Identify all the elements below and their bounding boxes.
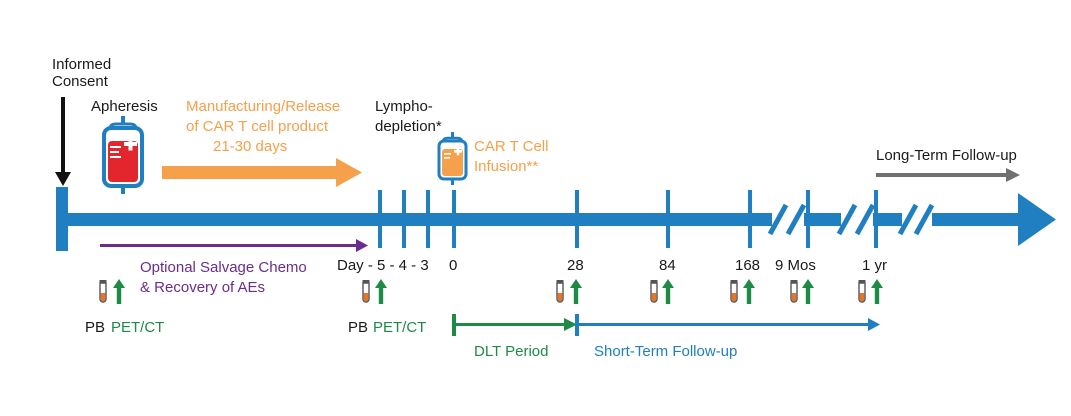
blood-tube-icon	[789, 279, 799, 303]
timeline-arrowhead	[1018, 193, 1056, 246]
pet-ct-arrow-icon	[662, 279, 674, 304]
pb-label: PB	[85, 319, 106, 336]
lymphodepletion-label-2: depletion*	[375, 118, 442, 135]
pet-ct-arrow-icon	[743, 279, 755, 304]
manufacturing-label-3: 21-30 days	[213, 138, 288, 155]
salvage-label-1: Optional Salvage Chemo	[140, 259, 307, 276]
timeline-break-marks	[767, 203, 935, 236]
manufacturing-label-1: Manufacturing/Release	[186, 98, 341, 115]
blood-tube-icon	[555, 279, 565, 303]
long-term-followup-label: Long-Term Follow-up	[876, 147, 1017, 164]
tick-label-84: 84	[659, 257, 676, 274]
manufacturing-arrow	[162, 158, 362, 187]
long-term-followup-arrow	[876, 168, 1020, 182]
salvage-label-2: & Recovery of AEs	[140, 279, 266, 296]
blood-tube-icon	[361, 279, 371, 303]
petct-label: PET/CT	[111, 319, 165, 336]
tick-label-168: 168	[735, 257, 761, 274]
manufacturing-label-2: of CAR T cell product	[186, 118, 329, 135]
pet-ct-arrow-icon	[375, 279, 387, 304]
short-term-followup-arrow	[575, 314, 880, 336]
infusion-bag-icon	[437, 132, 468, 185]
blood-tube-icon	[649, 279, 659, 303]
timeline-ticks	[378, 190, 878, 248]
pet-ct-arrow-icon	[871, 279, 883, 304]
tick-label-0: 0	[449, 257, 458, 274]
apheresis-label: Apheresis	[91, 98, 158, 115]
blood-tube-icon	[98, 279, 108, 303]
dlt-period-label: DLT Period	[474, 343, 549, 360]
timeline-start-cap	[56, 187, 68, 251]
tick-label-9-mos: 9 Mos	[775, 257, 816, 274]
tick-label-day-minus: Day - 5 - 4 - 3	[337, 257, 429, 274]
pb-label: PB	[348, 319, 369, 336]
pet-ct-arrow-icon	[802, 279, 814, 304]
blood-bag-icon	[102, 116, 144, 194]
blood-tube-icon	[729, 279, 739, 303]
pet-ct-arrow-icon	[113, 279, 125, 304]
pet-ct-arrow-icon	[570, 279, 582, 304]
infusion-label-2: Infusion**	[474, 158, 539, 175]
tick-label-1-yr: 1 yr	[862, 257, 888, 274]
lymphodepletion-label-1: Lympho-	[375, 98, 433, 115]
short-term-followup-label: Short-Term Follow-up	[594, 343, 738, 360]
salvage-arrow	[100, 239, 368, 252]
informed-consent-label-2: Consent	[52, 73, 108, 90]
dlt-period-arrow	[452, 314, 577, 336]
tick-label-28: 28	[567, 257, 584, 274]
informed-consent-label-1: Informed	[52, 56, 112, 73]
infusion-label-1: CAR T Cell	[474, 138, 549, 155]
consent-arrow	[55, 97, 71, 186]
blood-tube-icon	[857, 279, 867, 303]
petct-label: PET/CT	[373, 319, 427, 336]
